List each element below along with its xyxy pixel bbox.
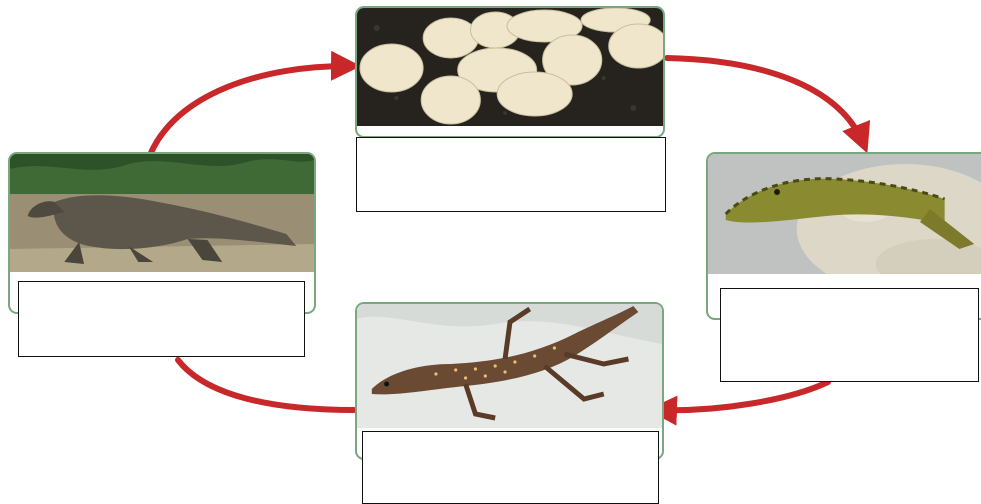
- arrow-eggs-to-hatchling: [667, 58, 864, 145]
- arrow-juvenile-to-adult: [178, 360, 354, 410]
- juvenile-lizard-photo: [357, 304, 662, 428]
- stage-label-box-adult[interactable]: [18, 281, 305, 357]
- stage-label-box-eggs[interactable]: [356, 137, 666, 212]
- arrow-adult-to-eggs: [150, 66, 352, 155]
- adult-komodo-dragon-photo: [10, 154, 314, 272]
- stage-label-box-juvenile[interactable]: [362, 431, 659, 504]
- stage-card-eggs: [355, 6, 665, 138]
- stage-label-box-hatchling[interactable]: [720, 288, 979, 382]
- monitor-lizard-eggs-photo: [357, 8, 663, 126]
- arrow-hatchling-to-juvenile: [656, 382, 828, 410]
- hatchling-in-gloved-hand-photo: [708, 154, 981, 274]
